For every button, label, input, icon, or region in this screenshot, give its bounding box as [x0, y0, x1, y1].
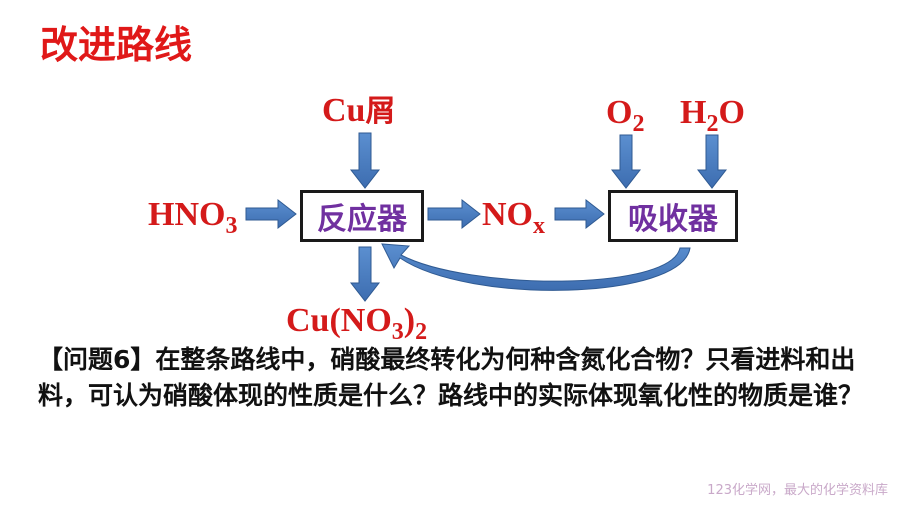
arrow-reactor-to-nox [427, 198, 481, 230]
arrow-recycle [381, 243, 691, 291]
label-cu-nitrate: Cu(NO3)2 [286, 302, 428, 345]
arrow-hno3-to-reactor [245, 198, 297, 230]
absorber-label: 吸收器 [628, 202, 718, 237]
arrow-nox-to-absorber [554, 198, 605, 230]
label-nox: NOx [482, 196, 545, 239]
watermark: 123化学网，最大的化学资料库 [707, 483, 888, 498]
page-title: 改进路线 [40, 23, 193, 67]
label-h2o: H2O [680, 94, 745, 137]
label-cu-scrap: Cu屑 [322, 92, 396, 129]
reactor-label: 反应器 [317, 202, 407, 237]
absorber-box: 吸收器 [608, 190, 738, 242]
question-text: 【问题6】在整条路线中，硝酸最终转化为何种含氮化合物？只看进料和出料，可认为硝酸… [38, 345, 864, 410]
arrow-o2-to-absorber [610, 134, 642, 189]
arrow-reactor-to-product [349, 246, 381, 302]
arrow-h2o-to-absorber [696, 134, 728, 189]
label-o2: O2 [606, 94, 645, 137]
reactor-box: 反应器 [300, 190, 424, 242]
arrow-cu-to-reactor [349, 132, 381, 189]
label-hno3: HNO3 [148, 196, 238, 239]
